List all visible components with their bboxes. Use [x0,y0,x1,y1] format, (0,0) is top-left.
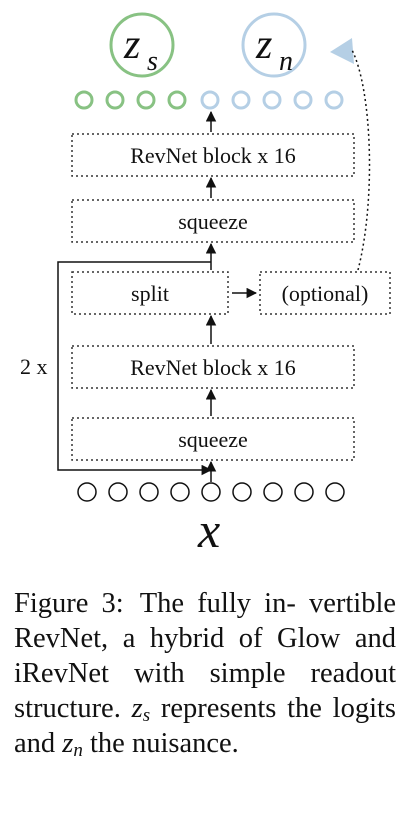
svg-text:split: split [131,281,169,306]
block-squeeze-bottom: squeeze [71,417,355,461]
caption-body-b: represents the logits and [14,693,397,759]
svg-text:squeeze: squeeze [178,427,248,452]
zn-main: z [255,22,272,68]
zs-sub: s [147,46,158,77]
block-revnet-bottom: RevNet block x 16 [71,345,355,389]
repeat-label: 2 x [20,354,48,379]
caption-body-a: vertible RevNet, a hybrid of Glow and iR… [14,588,397,724]
caption-body-c: the nuisance. [82,728,239,759]
svg-text:RevNet block x 16: RevNet block x 16 [130,355,296,380]
zn-sub: n [279,46,293,77]
zs-main: z [123,22,140,68]
caption-zs-sub: s [142,705,151,726]
figure-caption: Figure 3: The fully in- vertible RevNet, … [14,586,396,761]
caption-zn-sub: n [73,740,83,761]
output-units [74,90,344,110]
svg-text:(optional): (optional) [282,281,369,306]
latent-zs: z s [109,12,175,78]
repeat-loop [57,261,213,476]
block-squeeze-top: squeeze [71,199,355,243]
optional-path [351,49,371,271]
block-optional: (optional) [259,271,391,315]
input-units [77,482,345,502]
caption-zn-var: z [62,728,74,759]
block-revnet-top: RevNet block x 16 [71,133,355,177]
block-split: split [71,271,229,315]
architecture-diagram: z s z n RevNet block x 16 squeeze split … [20,12,391,558]
caption-prefix: Figure 3: [14,588,124,619]
optional-arrowhead [330,38,354,64]
svg-text:RevNet block x 16: RevNet block x 16 [130,143,296,168]
caption-line1: The fully in- [139,588,296,619]
svg-text:squeeze: squeeze [178,209,248,234]
input-label: x [197,502,220,558]
latent-zn: z n [241,12,307,78]
caption-zs-var: z [131,693,143,724]
